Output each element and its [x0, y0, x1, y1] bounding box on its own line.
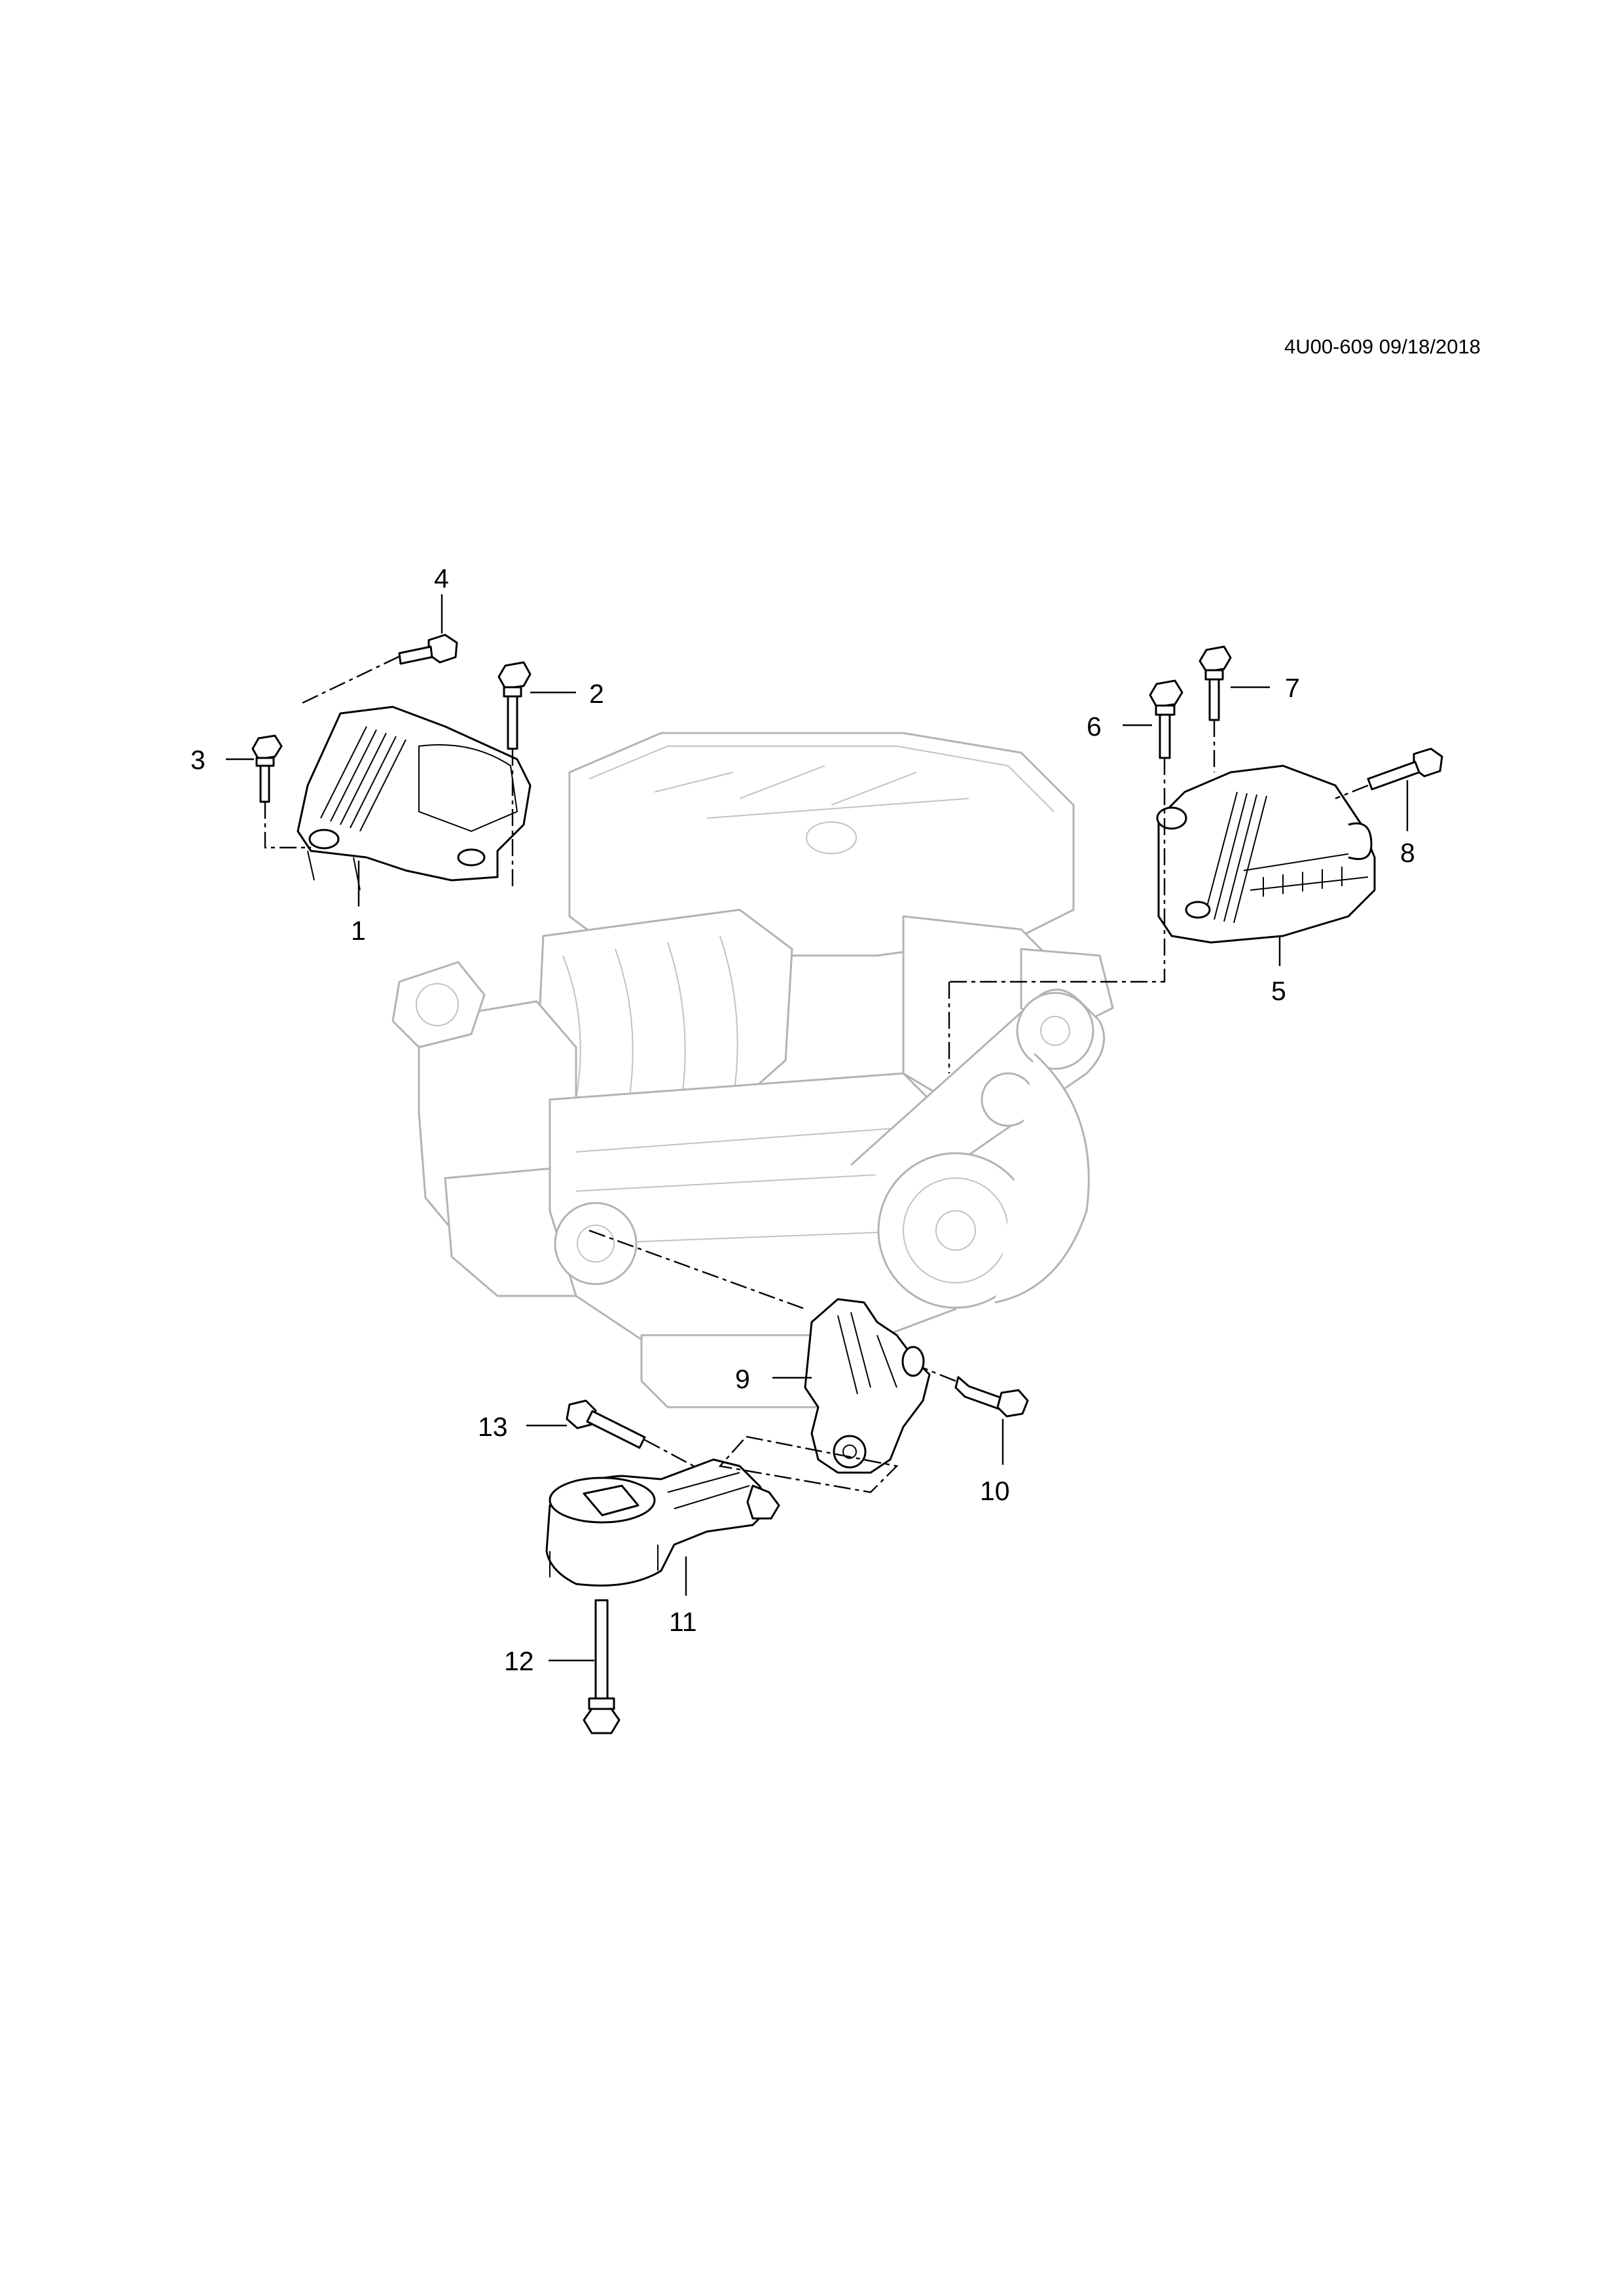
callout-4: 4 [434, 564, 449, 594]
callout-11: 11 [669, 1607, 697, 1637]
callout-8: 8 [1400, 838, 1415, 868]
part-3-bolt [251, 734, 283, 803]
callout-13: 13 [478, 1412, 508, 1442]
callout-12: 12 [504, 1646, 534, 1676]
part-5-right-engine-mount [1156, 764, 1376, 944]
part-1-left-engine-mount [297, 706, 532, 891]
alignment-dashed-lines [264, 655, 1369, 1494]
part-4-bolt [398, 634, 458, 665]
document-id-date: 4U00-609 09/18/2018 [1284, 335, 1481, 358]
part-9-rear-mount-bracket [804, 1298, 931, 1474]
part-6-bolt [1149, 679, 1183, 759]
part-7-bolt [1199, 645, 1232, 721]
callout-10: 10 [980, 1476, 1010, 1506]
callout-6: 6 [1087, 711, 1102, 742]
part-11-torque-strut-mount [545, 1458, 780, 1587]
callout-numbers: 1 2 3 4 5 6 7 8 9 10 11 12 13 [190, 564, 1415, 1676]
callout-2: 2 [589, 679, 604, 709]
part-13-bolt [566, 1399, 646, 1449]
part-8-bolt [1367, 747, 1443, 791]
engine-assembly-illustration [391, 732, 1114, 1408]
callout-3: 3 [190, 745, 206, 775]
part-12-bolt [583, 1599, 621, 1734]
callout-9: 9 [735, 1364, 750, 1394]
callout-1: 1 [351, 916, 366, 946]
part-10-bolt [954, 1376, 1029, 1418]
part-2-bolt [497, 661, 532, 750]
callout-5: 5 [1271, 976, 1286, 1006]
callout-7: 7 [1285, 673, 1300, 703]
callout-leader-lines [226, 594, 1409, 1662]
